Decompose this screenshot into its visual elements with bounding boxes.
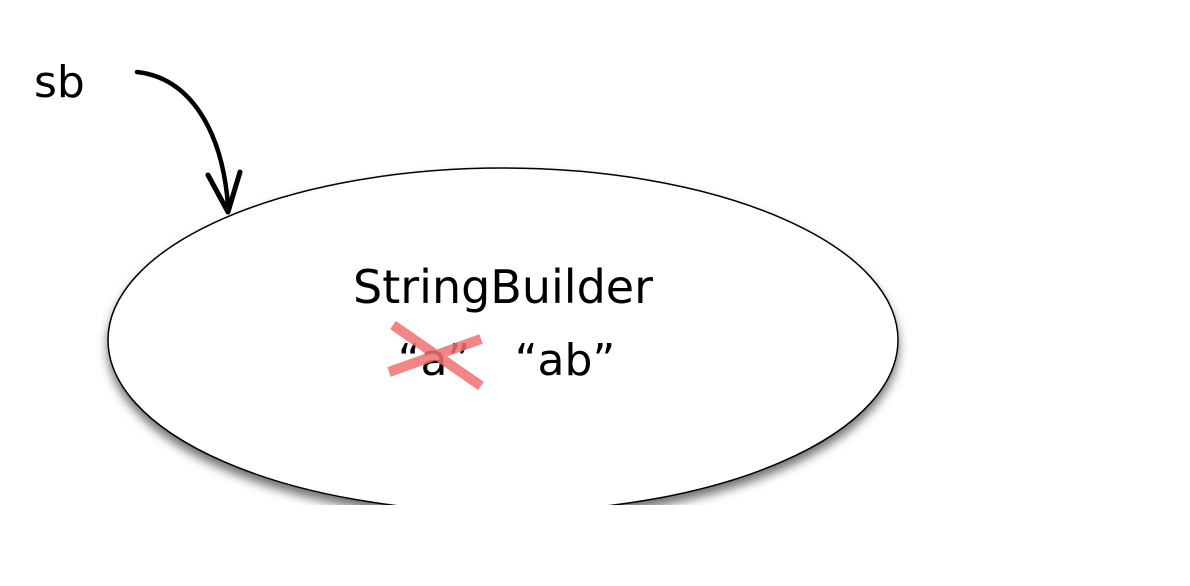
object-type-label: StringBuilder [353,260,653,314]
new-value: “ab” [515,335,615,386]
strike-x-icon [387,320,484,391]
reference-arrow [134,69,243,215]
object-ellipse [107,167,899,505]
variable-label: sb [34,57,85,108]
